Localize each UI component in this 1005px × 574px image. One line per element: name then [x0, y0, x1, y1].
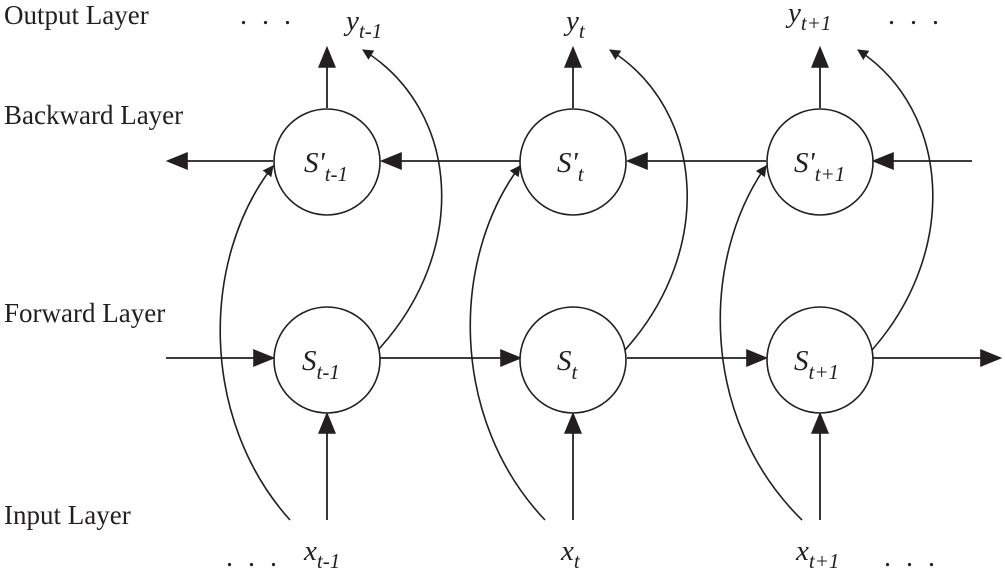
- output-label-3: yt+1: [785, 0, 831, 35]
- backward-state-label-2: S't: [557, 147, 585, 186]
- input-to-backward-curve-3: [719, 165, 803, 521]
- backward-state-node-1: [273, 108, 381, 216]
- forward-state-node-1: [273, 306, 381, 414]
- timestep-column-2: yt S't St xt: [469, 5, 688, 573]
- timestep-column-1: yt-1 S't-1 St-1 xt-1: [219, 5, 443, 573]
- output-ellipsis-left: . . .: [240, 0, 295, 31]
- backward-state-label-3: S't+1: [794, 147, 845, 186]
- forward-state-label-1: St-1: [302, 345, 340, 384]
- input-to-backward-curve-1: [219, 165, 291, 521]
- input-label-2: xt: [560, 535, 581, 573]
- input-label-3: xt+1: [795, 535, 839, 573]
- backward-state-node-3: [766, 108, 874, 216]
- backward-state-node-2: [519, 108, 627, 216]
- input-label-1: xt-1: [303, 535, 340, 573]
- timestep-column-3: yt+1 S't+1 St+1 xt+1: [719, 0, 934, 573]
- output-ellipsis-right: . . .: [888, 0, 943, 31]
- forward-state-node-2: [519, 306, 627, 414]
- input-ellipsis-right: . . .: [884, 542, 939, 573]
- backward-state-label-1: S't-1: [304, 147, 348, 186]
- forward-to-output-curve-1: [362, 49, 443, 351]
- input-ellipsis-left: . . .: [226, 542, 281, 573]
- input-layer-label: Input Layer: [4, 500, 131, 530]
- forward-layer-label: Forward Layer: [4, 298, 165, 328]
- forward-state-node-3: [766, 306, 874, 414]
- output-label-2: yt: [563, 5, 586, 43]
- output-layer-label: Output Layer: [4, 0, 149, 30]
- forward-state-label-3: St+1: [794, 345, 839, 384]
- forward-state-label-2: St: [557, 345, 579, 384]
- output-label-1: yt-1: [343, 5, 382, 43]
- forward-to-output-curve-3: [857, 49, 934, 351]
- forward-to-output-curve-2: [609, 49, 688, 351]
- backward-layer-label: Backward Layer: [4, 100, 183, 130]
- input-to-backward-curve-2: [469, 165, 546, 521]
